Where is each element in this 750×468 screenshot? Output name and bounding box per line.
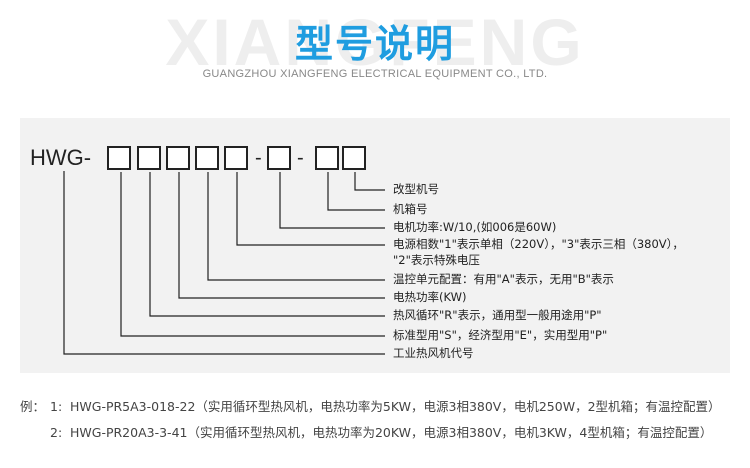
example-2-number: 2: (50, 425, 63, 440)
label-heating-power: 电热功率(KW) (393, 290, 467, 304)
leader-line-9 (63, 171, 385, 355)
watermark-brand: XIANGFENG (165, 5, 585, 79)
example-2-text: HWG-PR20A3-3-41（实用循环型热风机，电热功率为20KW，电源3相3… (70, 425, 713, 440)
label-industrial-heater-code: 工业热风机代号 (393, 346, 474, 360)
leader-line-7 (149, 172, 385, 317)
code-box-1 (107, 146, 131, 170)
label-temperature-control: 温控单元配置：有用"A"表示，无用"B"表示 (393, 272, 614, 286)
label-model-grade: 标准型用"S"，经济型用"E"，实用型用"P" (393, 328, 608, 342)
company-subtitle: GUANGZHOU XIANGFENG ELECTRICAL EQUIPMENT… (202, 68, 548, 80)
model-prefix: HWG- (30, 145, 92, 170)
separator-dash-1: - (255, 147, 262, 169)
separator-dash-2: - (297, 147, 304, 169)
example-1-number: 1: (50, 399, 63, 414)
label-special-voltage: "2"表示特殊电压 (393, 253, 480, 267)
code-box-7 (315, 146, 339, 170)
code-box-8 (342, 146, 366, 170)
code-box-6 (267, 146, 291, 170)
label-motor-power: 电机功率:W/10,(如006是60W) (393, 220, 557, 234)
leader-line-4 (236, 172, 385, 246)
code-box-5 (224, 146, 248, 170)
leader-line-1 (354, 172, 385, 191)
leader-line-5 (207, 172, 385, 281)
leader-line-2 (327, 172, 385, 211)
page-title: 型号说明 (294, 22, 455, 66)
label-modification-number: 改型机号 (393, 182, 439, 196)
examples-prefix: 例： (20, 399, 46, 414)
code-box-2 (137, 146, 161, 170)
label-hot-air-circulation: 热风循环"R"表示，通用型一般用途用"P" (393, 308, 602, 322)
code-box-4 (195, 146, 219, 170)
label-chassis-number: 机箱号 (393, 202, 428, 216)
leader-line-6 (178, 172, 385, 299)
leader-line-3 (279, 172, 385, 229)
code-box-3 (166, 146, 190, 170)
example-1-text: HWG-PR5A3-018-22（实用循环型热风机，电热功率为5KW，电源3相3… (70, 399, 721, 414)
leader-line-8 (120, 172, 385, 337)
label-power-phases: 电源相数"1"表示单相（220V），"3"表示三相（380V）， (393, 237, 684, 251)
